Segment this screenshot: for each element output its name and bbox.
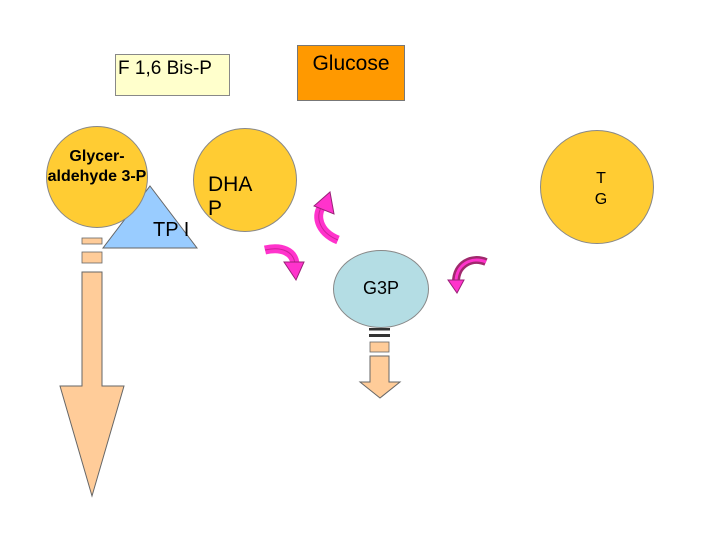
g3p-label: G3P (362, 278, 400, 298)
tg-label: T G (594, 170, 608, 208)
tpi-label: TP I (153, 219, 190, 241)
f16-bisp-box: F 1,6 Bis-P (115, 54, 230, 96)
tg-node: T G (540, 130, 654, 244)
dhap-node: DHA P (193, 128, 297, 232)
g3p-node: G3P (333, 250, 429, 328)
curved-arrow-up-icon (313, 191, 340, 245)
glyceraldehyde-3p-label: Glycer-aldehyde 3-P (47, 148, 147, 185)
curved-arrow-right-icon (447, 256, 488, 294)
glucose-label: Glucose (312, 52, 390, 75)
f16-bisp-label: F 1,6 Bis-P (118, 58, 212, 79)
glucose-box: Glucose (297, 45, 405, 101)
left-down-arrow (59, 237, 125, 498)
curved-arrow-down-right-icon (263, 244, 305, 282)
dhap-label: DHA P (208, 173, 252, 221)
g3p-down-arrow (358, 328, 402, 399)
glyceraldehyde-3p-node: Glycer-aldehyde 3-P (46, 126, 148, 228)
